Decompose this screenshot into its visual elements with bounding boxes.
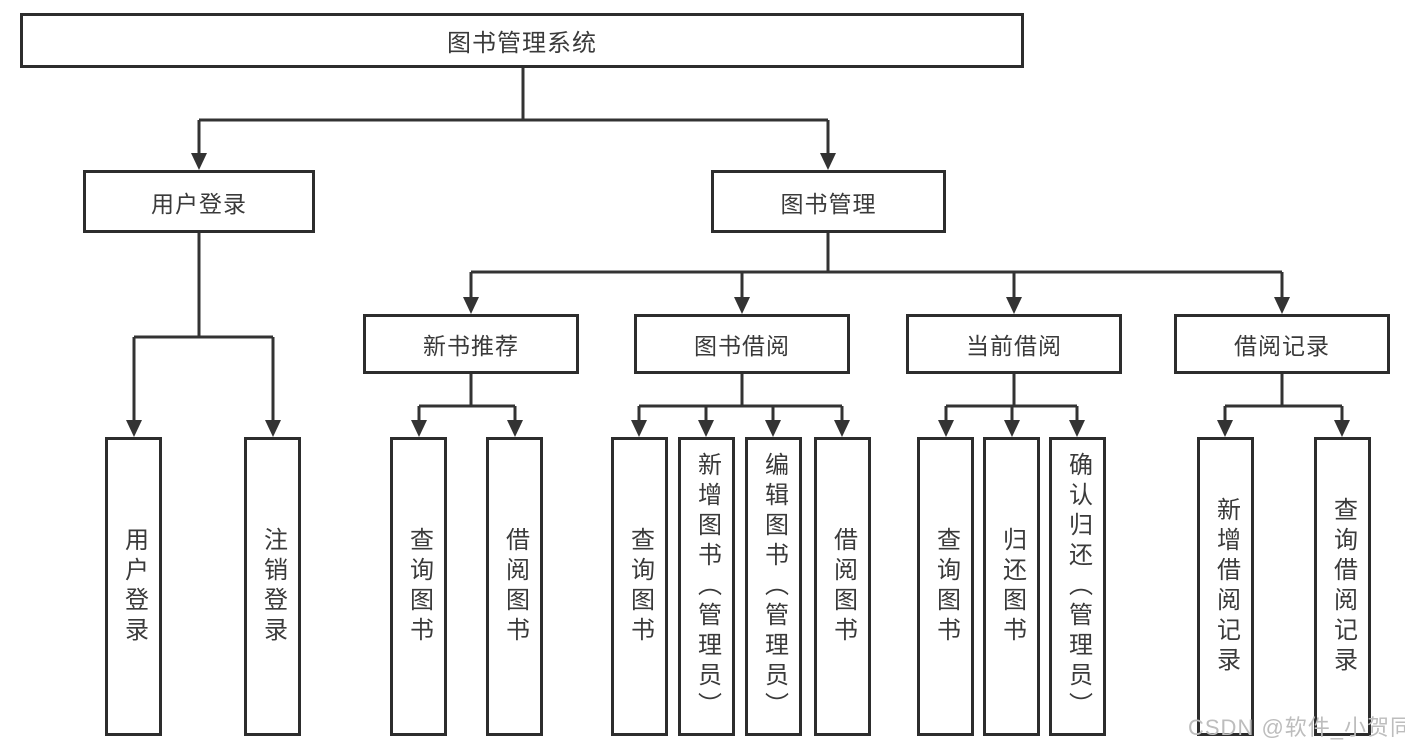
arrowhead xyxy=(463,297,479,314)
node-label: 新书推荐 xyxy=(423,333,519,359)
node-borrowing-records: 借阅记录 xyxy=(1174,314,1390,374)
leaf-add-book-admin: 新增图书（管理员） xyxy=(678,437,735,736)
node-label: 查询图书 xyxy=(932,526,960,647)
node-label: 编辑图书（管理员） xyxy=(760,451,788,722)
leaf-edit-book-admin: 编辑图书（管理员） xyxy=(745,437,802,736)
node-label: 用户登录 xyxy=(151,190,247,217)
node-label: 借阅图书 xyxy=(829,526,857,647)
node-label: 归还图书 xyxy=(998,526,1026,647)
arrowhead xyxy=(1006,297,1022,314)
node-label: 查询借阅记录 xyxy=(1329,496,1357,677)
node-label: 图书管理 xyxy=(780,190,877,217)
leaf-logout: 注销登录 xyxy=(244,437,301,736)
node-current-borrowing: 当前借阅 xyxy=(906,314,1122,374)
node-book-borrowing: 图书借阅 xyxy=(634,314,850,374)
arrowhead xyxy=(820,153,836,170)
node-book-management: 图书管理 xyxy=(711,170,946,233)
leaf-add-borrow-record: 新增借阅记录 xyxy=(1197,437,1254,736)
leaf-return-book: 归还图书 xyxy=(983,437,1040,736)
leaf-query-book-borrow: 查询图书 xyxy=(611,437,668,736)
leaf-borrow-book: 借阅图书 xyxy=(814,437,871,736)
arrowhead xyxy=(834,420,850,437)
node-label: 查询图书 xyxy=(626,526,654,647)
leaf-query-borrow-record: 查询借阅记录 xyxy=(1314,437,1371,736)
arrowhead xyxy=(126,420,142,437)
node-label: 借阅图书 xyxy=(501,526,529,647)
arrowhead xyxy=(507,420,523,437)
node-label: 用户登录 xyxy=(120,526,148,647)
arrowhead xyxy=(191,153,207,170)
node-label: 图书管理系统 xyxy=(447,30,597,57)
leaf-query-book-current: 查询图书 xyxy=(917,437,974,736)
node-label: 注销登录 xyxy=(259,526,287,647)
arrowhead xyxy=(938,420,954,437)
node-user-login: 用户登录 xyxy=(83,170,315,233)
node-label: 图书借阅 xyxy=(694,333,790,359)
leaf-borrow-book-recommend: 借阅图书 xyxy=(486,437,543,736)
csdn-watermark: CSDN @软件_小贺同学 xyxy=(1188,715,1405,740)
leaf-confirm-return-admin: 确认归还（管理员） xyxy=(1049,437,1106,736)
node-label: 新增借阅记录 xyxy=(1212,496,1240,677)
node-label: 当前借阅 xyxy=(966,333,1062,359)
node-library-system: 图书管理系统 xyxy=(20,13,1024,68)
arrowhead xyxy=(1274,297,1290,314)
arrowhead xyxy=(765,420,781,437)
node-label: 查询图书 xyxy=(405,526,433,647)
arrowhead xyxy=(698,420,714,437)
arrowhead xyxy=(734,297,750,314)
arrowhead xyxy=(1069,420,1085,437)
node-label: 新增图书（管理员） xyxy=(693,451,721,722)
leaf-user-login: 用户登录 xyxy=(105,437,162,736)
arrowhead xyxy=(1334,420,1350,437)
arrowhead xyxy=(1004,420,1020,437)
arrowhead xyxy=(1217,420,1233,437)
arrowhead xyxy=(411,420,427,437)
arrowhead xyxy=(631,420,647,437)
arrowhead xyxy=(265,420,281,437)
node-label: 确认归还（管理员） xyxy=(1064,451,1092,722)
node-label: 借阅记录 xyxy=(1234,333,1330,359)
leaf-query-book-recommend: 查询图书 xyxy=(390,437,447,736)
node-new-book-recommend: 新书推荐 xyxy=(363,314,579,374)
